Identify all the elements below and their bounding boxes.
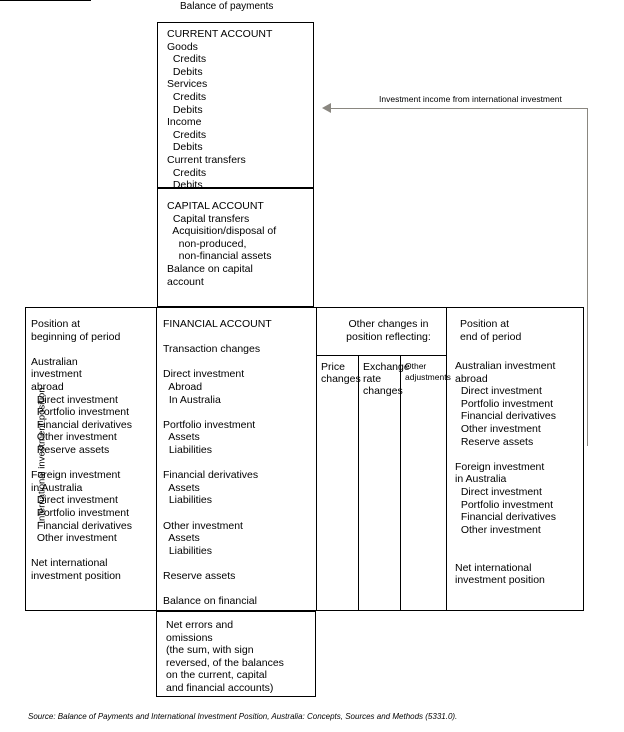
- subcolumn-exchange-rate-changes-label: Exchange rate changes: [363, 361, 410, 397]
- other-changes-header: Other changes in position reflecting:: [346, 318, 431, 343]
- investment-income-arrow-horizontal: [330, 107, 588, 110]
- arrow-head-icon: [322, 103, 331, 113]
- position-end-connector-line: [0, 0, 91, 2]
- divider-exchange-other-adjustments: [400, 355, 402, 611]
- investment-income-arrow-vertical: [586, 107, 589, 446]
- capital-account-box: [157, 188, 314, 307]
- international-investment-position-box: [25, 307, 584, 611]
- balance-of-payments-title: Balance of payments: [180, 1, 274, 12]
- position-beginning-of-period-content: Position at beginning of period Australi…: [31, 318, 132, 582]
- source-note: Source: Balance of Payments and Internat…: [28, 712, 458, 721]
- divider-other-changes-subheader: [316, 355, 446, 357]
- investment-income-arrow-label: Investment income from international inv…: [379, 94, 562, 104]
- divider-financial-other-changes: [316, 307, 318, 611]
- current-account-box: [157, 22, 314, 188]
- net-errors-and-omissions-content: Net errors and omissions (the sum, with …: [166, 619, 284, 694]
- current-account-content: CURRENT ACCOUNT Goods Credits Debits Ser…: [167, 28, 273, 192]
- divider-price-exchange: [358, 355, 360, 611]
- divider-position-begin-financial: [156, 307, 158, 611]
- net-errors-and-omissions-box: [156, 611, 316, 697]
- divider-other-changes-position-end: [446, 307, 448, 611]
- subcolumn-other-adjustments-label: Other adjustments: [405, 361, 451, 382]
- subcolumn-price-changes-label: Price changes: [321, 361, 361, 385]
- capital-account-content: CAPITAL ACCOUNT Capital transfers Acquis…: [167, 200, 277, 288]
- position-end-of-period-content: Australian investment abroad Direct inve…: [455, 360, 556, 587]
- position-end-of-period-header: Position at end of period: [460, 318, 522, 343]
- financial-account-content: FINANCIAL ACCOUNT Transaction changes Di…: [163, 318, 272, 620]
